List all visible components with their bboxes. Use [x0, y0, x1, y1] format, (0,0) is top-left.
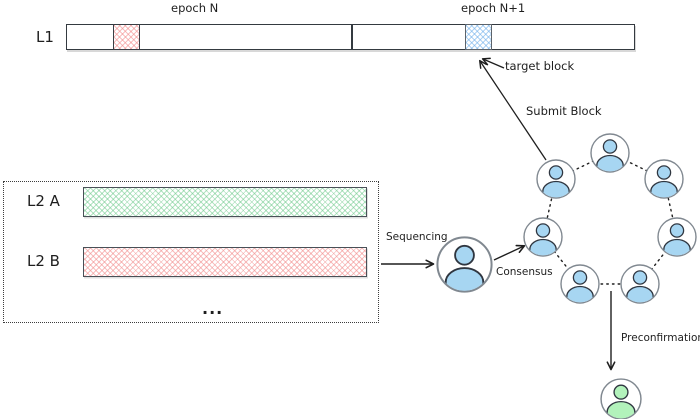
validator-ring-dotted-links [542, 152, 678, 285]
preconfirmation-label: Preconfirmation [621, 332, 700, 344]
l2a-chain-bar [83, 187, 367, 217]
more-l2-chains-ellipsis: ... [202, 299, 224, 318]
sequencer-person-icon [437, 237, 491, 296]
l2b-label: L2 B [27, 252, 60, 270]
consensus-label: Consensus [496, 266, 553, 278]
epoch-divider [351, 25, 353, 49]
l2b-chain-bar [83, 247, 367, 277]
validator-person-icon [561, 265, 599, 307]
l1-label: L1 [36, 28, 54, 46]
target-block-label: target block [505, 59, 575, 73]
validator-person-icon [645, 160, 683, 202]
l1-chain-bar [66, 24, 635, 50]
validator-person-icon [621, 265, 659, 307]
validator-person-icon [658, 218, 696, 260]
target-block-callout-arrow [481, 57, 505, 69]
submit-block-label: Submit Block [526, 104, 602, 118]
validator-person-icon [524, 218, 562, 260]
sequencing-label: Sequencing [386, 231, 448, 243]
epoch-n-block [113, 24, 140, 50]
epoch-n1-label: epoch N+1 [461, 1, 526, 15]
consensus-arrow [493, 244, 526, 261]
target-block [465, 24, 492, 50]
l2a-label: L2 A [27, 192, 60, 210]
validator-person-icon [591, 134, 629, 176]
preconfirmation-person-icon [601, 379, 641, 419]
validator-person-icon [537, 160, 575, 202]
epoch-n-label: epoch N [171, 1, 219, 15]
